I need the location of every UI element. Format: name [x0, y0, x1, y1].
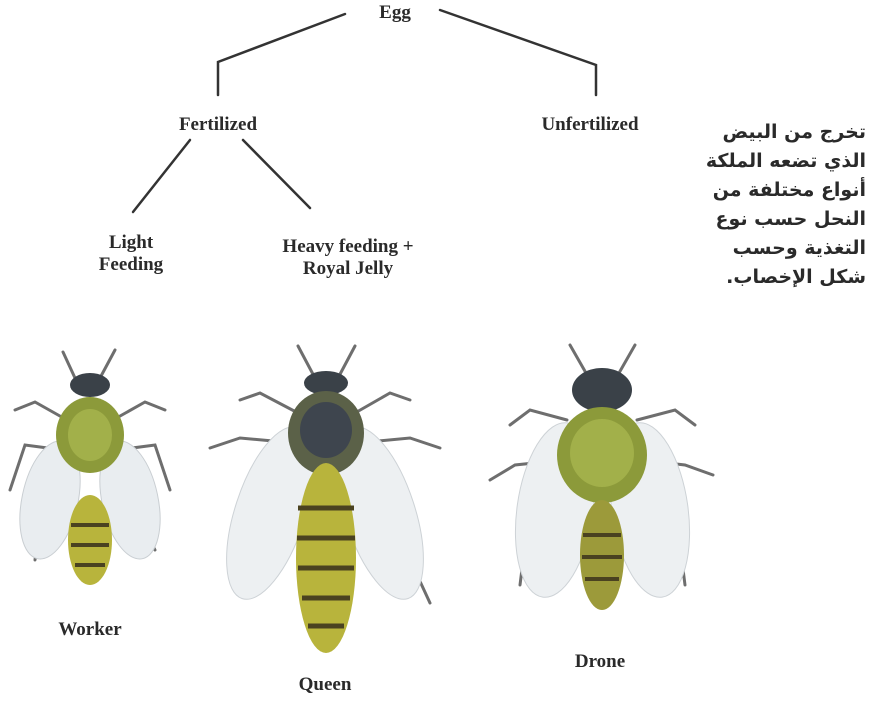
fertilized-label: Fertilized [148, 114, 288, 136]
arabic-line-1: تخرج من البيض [670, 118, 866, 147]
worker-bee-illustration [5, 340, 180, 605]
queen-label: Queen [265, 674, 385, 696]
arabic-line-5: التغذية وحسب [670, 234, 866, 263]
connector-egg-unfertilized [440, 10, 596, 95]
arabic-line-4: النحل حسب نوع [670, 205, 866, 234]
connector-fertilized-heavy [243, 140, 310, 208]
heavy-feeding-line-2: Royal Jelly [248, 258, 448, 280]
light-feeding-label: Light Feeding [76, 232, 186, 276]
egg-label: Egg [345, 2, 445, 24]
connector-egg-fertilized [218, 14, 345, 95]
unfertilized-label: Unfertilized [516, 114, 664, 136]
light-feeding-line-2: Feeding [76, 254, 186, 276]
arabic-line-2: الذي تضعه الملكة [670, 147, 866, 176]
heavy-feeding-line-1: Heavy feeding + [248, 236, 448, 258]
connector-fertilized-light [133, 140, 190, 212]
arabic-line-3: أنواع مختلفة من [670, 176, 866, 205]
heavy-feeding-label: Heavy feeding + Royal Jelly [248, 236, 448, 280]
drone-label: Drone [540, 651, 660, 673]
worker-label: Worker [30, 619, 150, 641]
arabic-line-6: شكل الإخصاب. [670, 263, 866, 292]
queen-bee-illustration [200, 338, 450, 663]
light-feeding-line-1: Light [76, 232, 186, 254]
drone-bee-illustration [485, 335, 720, 620]
arabic-description: تخرج من البيض الذي تضعه الملكة أنواع مخت… [670, 118, 866, 292]
